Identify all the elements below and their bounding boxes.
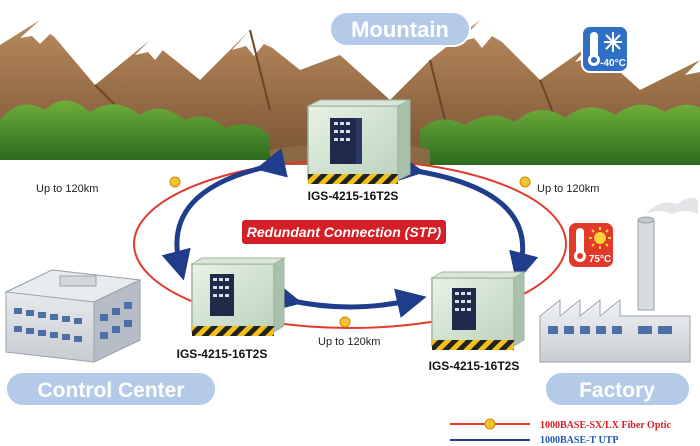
hot-temperature: 75°C <box>589 254 611 265</box>
mountain-title-pill: Mountain <box>329 11 471 47</box>
switch-enclosure-left <box>190 257 286 336</box>
legend: 1000BASE-SX/LX Fiber Optic 1000BASE-T UT… <box>450 418 671 446</box>
mountain-title: Mountain <box>351 17 449 42</box>
distance-label-right: Up to 120km <box>537 183 599 195</box>
switch-enclosure-top <box>307 99 411 184</box>
factory-pill: Factory <box>544 371 691 407</box>
device-label-top: IGS-4215-16T2S <box>308 189 399 203</box>
control-center-pill: Control Center <box>5 371 217 407</box>
redundant-connection-banner: Redundant Connection (STP) <box>240 218 448 246</box>
factory-building <box>539 197 698 363</box>
snowflake-thermometer-icon: -40°C <box>581 25 629 73</box>
utp-arrows <box>161 148 539 318</box>
control-center-label: Control Center <box>38 379 185 402</box>
legend-utp-label: 1000BASE-T UTP <box>540 435 618 446</box>
distance-label-left: Up to 120km <box>36 183 98 195</box>
legend-fiber-label: 1000BASE-SX/LX Fiber Optic <box>540 420 671 431</box>
control-center-building <box>4 269 142 363</box>
distance-label-bottom: Up to 120km <box>318 336 380 348</box>
sun-thermometer-icon: 75°C <box>567 221 615 269</box>
cold-temperature: -40°C <box>600 58 626 69</box>
switch-enclosure-right <box>430 271 526 350</box>
device-label-right: IGS-4215-16T2S <box>429 359 520 373</box>
device-label-left: IGS-4215-16T2S <box>177 347 268 361</box>
redundant-connection-label: Redundant Connection (STP) <box>247 224 442 240</box>
factory-label: Factory <box>579 379 655 402</box>
